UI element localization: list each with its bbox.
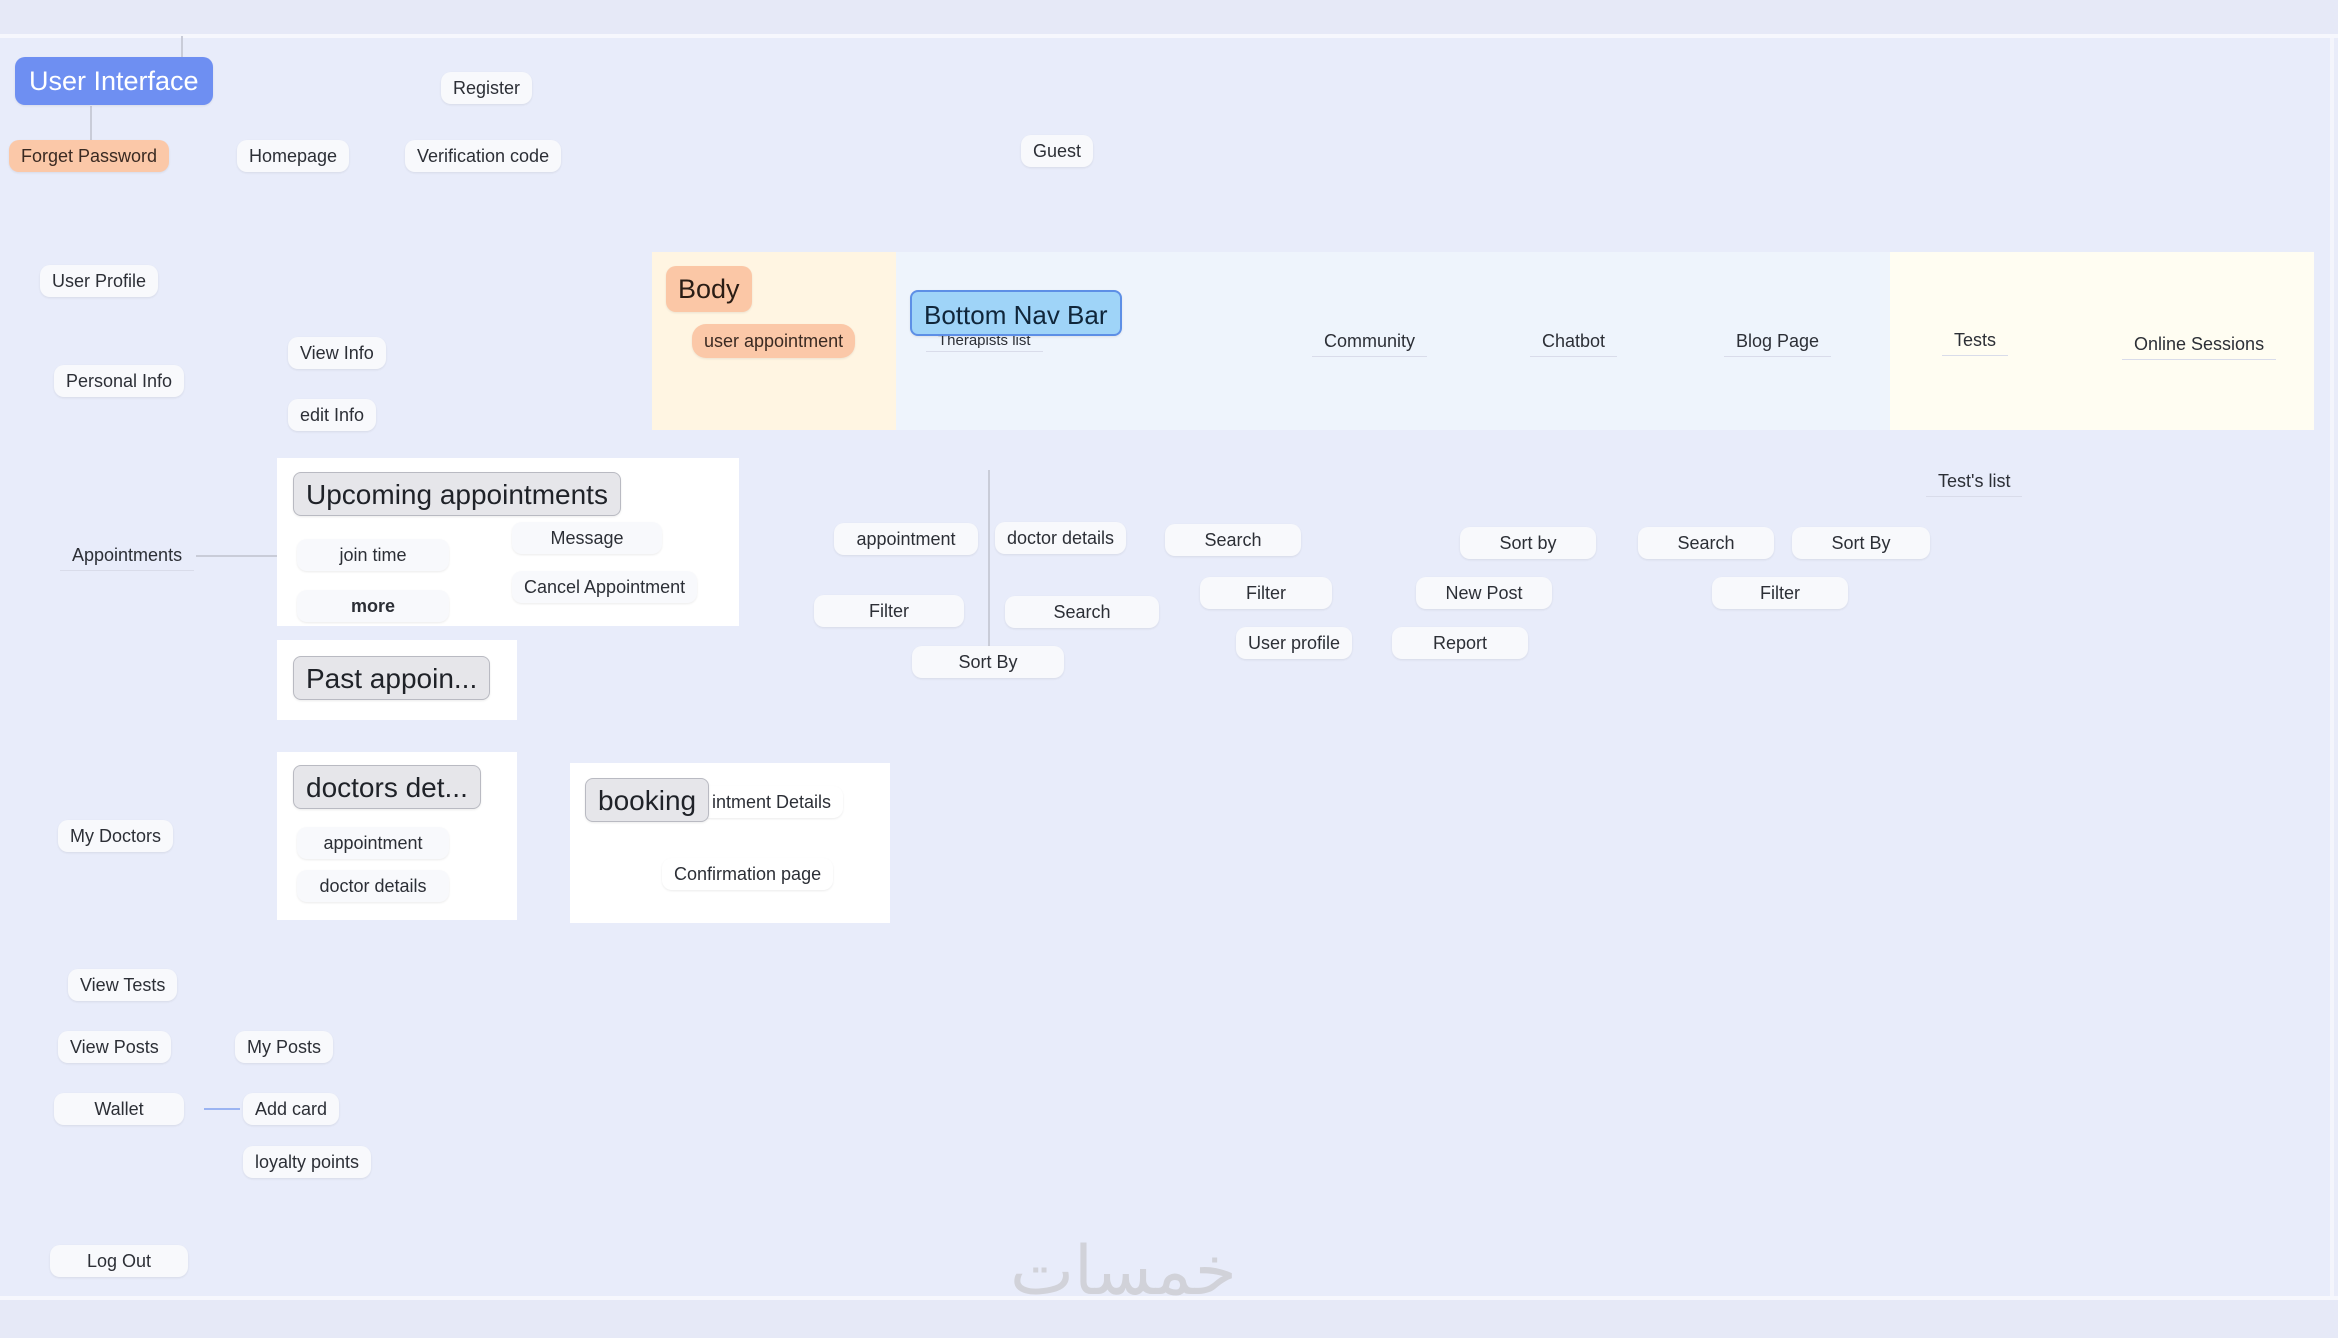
bottom-nav-bar-node[interactable]: Bottom Nav Bar [910,290,1122,336]
appointment-details-node[interactable]: intment Details [700,786,844,818]
connector [988,470,990,660]
chatbot-new-post-node[interactable]: New Post [1416,577,1552,609]
log-out-node[interactable]: Log Out [50,1245,188,1277]
blog-page-node[interactable]: Blog Page [1724,325,1832,357]
edit-info-node[interactable]: edit Info [288,399,377,431]
connector [204,1108,240,1110]
community-filter-node[interactable]: Filter [1200,577,1332,609]
user-appointment-node[interactable]: user appointment [692,324,856,358]
view-info-node[interactable]: View Info [288,337,386,369]
wallet-node[interactable]: Wallet [54,1093,184,1125]
therapists-search-node[interactable]: Search [1005,596,1159,628]
therapists-filter-node[interactable]: Filter [814,595,964,627]
homepage-node[interactable]: Homepage [237,140,350,172]
forget-password-node[interactable]: Forget Password [9,140,170,172]
doctors-doctor-details-node[interactable]: doctor details [297,870,449,902]
therapists-appointment-node[interactable]: appointment [834,523,978,555]
appointments-node[interactable]: Appointments [60,539,195,571]
past-appointments-node[interactable]: Past appoin... [293,656,491,700]
online-sessions-node[interactable]: Online Sessions [2122,328,2277,360]
top-bar [0,0,2338,38]
user-profile-node[interactable]: User Profile [40,265,159,297]
cancel-appointment-node[interactable]: Cancel Appointment [512,571,698,603]
community-search-node[interactable]: Search [1165,524,1301,556]
blog-search-node[interactable]: Search [1638,527,1774,559]
community-node[interactable]: Community [1312,325,1428,357]
bottom-nav-region [896,252,1890,430]
more-node[interactable]: more [297,590,449,622]
tests-node[interactable]: Tests [1942,324,2009,356]
view-posts-node[interactable]: View Posts [58,1031,171,1063]
chatbot-sort-by-node[interactable]: Sort by [1460,527,1596,559]
chatbot-node[interactable]: Chatbot [1530,325,1618,357]
booking-node[interactable]: booking [585,778,710,822]
connector [90,106,92,146]
body-node[interactable]: Body [666,266,752,312]
community-user-profile-node[interactable]: User profile [1236,627,1353,659]
join-time-node[interactable]: join time [297,539,449,571]
my-doctors-node[interactable]: My Doctors [58,820,174,852]
upcoming-appointments-node[interactable]: Upcoming appointments [293,472,621,516]
blog-filter-node[interactable]: Filter [1712,577,1848,609]
confirmation-page-node[interactable]: Confirmation page [662,858,834,890]
personal-info-node[interactable]: Personal Info [54,365,185,397]
view-tests-node[interactable]: View Tests [68,969,178,1001]
watermark-logo: خمسات [1010,1232,1237,1311]
my-posts-node[interactable]: My Posts [235,1031,334,1063]
connector [181,36,183,58]
root-node-user-interface[interactable]: User Interface [15,57,213,105]
bottom-bar [0,1296,2338,1338]
blog-sort-by-node[interactable]: Sort By [1792,527,1930,559]
therapists-sort-by-node[interactable]: Sort By [912,646,1064,678]
tests-list-node[interactable]: Test's list [1926,465,2023,497]
chatbot-report-node[interactable]: Report [1392,627,1528,659]
register-node[interactable]: Register [441,72,533,104]
therapists-list-node[interactable]: Therapists list [926,330,1043,352]
doctors-details-node[interactable]: doctors det... [293,765,481,809]
message-node[interactable]: Message [512,522,662,554]
loyalty-points-node[interactable]: loyalty points [243,1146,372,1178]
doctors-appointment-node[interactable]: appointment [297,827,449,859]
connector [196,555,300,557]
therapists-doctor-details-node[interactable]: doctor details [995,522,1127,554]
guest-node[interactable]: Guest [1021,135,1094,167]
verification-code-node[interactable]: Verification code [405,140,562,172]
add-card-node[interactable]: Add card [243,1093,340,1125]
